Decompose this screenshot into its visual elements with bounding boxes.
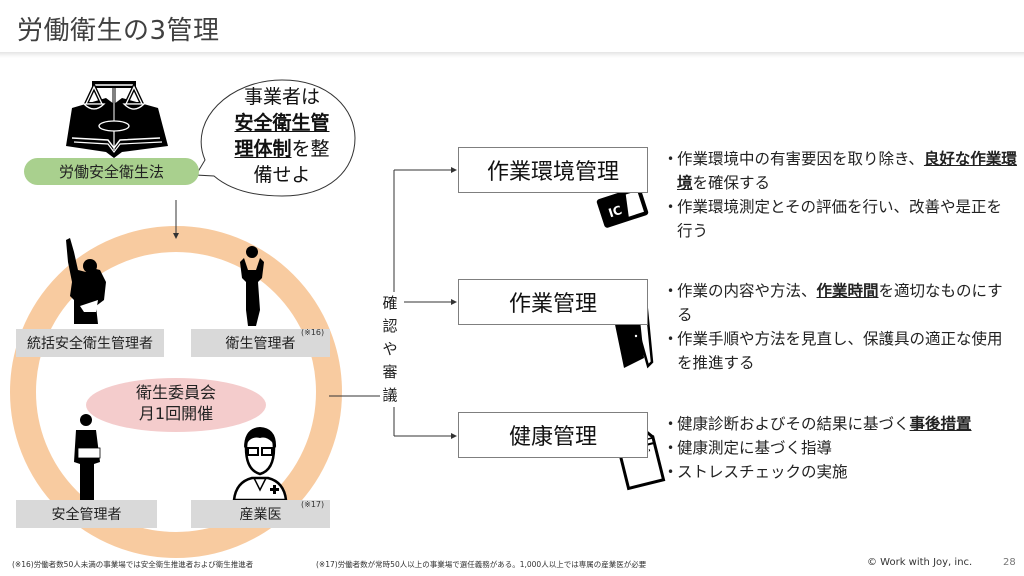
bullet-item: ストレスチェックの実施 bbox=[667, 460, 1017, 484]
bullet-item: 健康診断およびその結果に基づく事後措置 bbox=[667, 412, 1017, 436]
page-number: 28 bbox=[1003, 557, 1016, 568]
role-industrial-physician-label: 産業医 bbox=[239, 507, 282, 523]
committee-name: 衛生委員会 bbox=[135, 383, 216, 402]
bullet-item: 作業環境測定とその評価を行い、改善や是正を行う bbox=[667, 195, 1017, 243]
note-16-marker: (※16) bbox=[301, 328, 325, 337]
copyright: © Work with Joy, inc. bbox=[867, 557, 973, 568]
bubble-line-1: 事業者は bbox=[243, 86, 320, 108]
bubble-emphasis-2: 理体制 bbox=[234, 138, 292, 160]
work-management-bullets: 作業の内容や方法、作業時間を適切なものにする 作業手順や方法を見直し、保護具の適… bbox=[667, 279, 1017, 375]
bullet-item: 作業の内容や方法、作業時間を適切なものにする bbox=[667, 279, 1017, 327]
bullet-text: 作業手順や方法を見直し、保護具の適正な使用を推進する bbox=[677, 330, 1003, 372]
bullet-text: 作業環境測定とその評価を行い、改善や是正を行う bbox=[677, 198, 1003, 240]
bullet-emphasis: 事後措置 bbox=[909, 415, 972, 433]
bullet-item: 作業環境中の有害要因を取り除き、良好な作業環境を確保する bbox=[667, 147, 1017, 195]
bullet-text: 作業環境中の有害要因を取り除き、 bbox=[677, 150, 924, 168]
health-committee: 衛生委員会 月1回開催 bbox=[86, 378, 266, 432]
bullet-text: を適切なものにする bbox=[677, 282, 1003, 324]
committee-text: 衛生委員会 月1回開催 bbox=[86, 378, 266, 432]
svg-text:IC: IC bbox=[607, 203, 624, 220]
person-cheering-icon bbox=[240, 246, 264, 326]
footnote-16: (※16)労働者数50人未満の事業場では安全衛生推進者および衛生推進者 bbox=[12, 560, 254, 569]
health-management-box: 健康管理 bbox=[458, 412, 648, 458]
work-management-box: 作業管理 bbox=[458, 279, 648, 325]
note-17-marker: (※17) bbox=[301, 500, 325, 509]
bullet-text: 健康測定に基づく指導 bbox=[677, 439, 833, 457]
review-char: 審 bbox=[382, 363, 398, 381]
work-environment-management-box: 作業環境管理 bbox=[458, 147, 648, 193]
committee-ellipse bbox=[86, 378, 266, 432]
header-divider bbox=[0, 52, 1024, 58]
speech-bubble bbox=[195, 79, 356, 197]
bullet-text: 作業の内容や方法、 bbox=[677, 282, 817, 300]
doctor-icon bbox=[232, 427, 288, 502]
header: 労働衛生の3管理 bbox=[0, 0, 1024, 54]
speech-bubble-text: 事業者は 安全衛生管 理体制を整 備せよ bbox=[212, 84, 352, 188]
committee-frequency: 月1回開催 bbox=[138, 404, 214, 423]
bullet-item: 作業手順や方法を見直し、保護具の適正な使用を推進する bbox=[667, 327, 1017, 375]
role-industrial-physician: 産業医 bbox=[191, 500, 330, 528]
role-safety-manager: 安全管理者 bbox=[16, 500, 157, 528]
role-health-manager: 衛生管理者 bbox=[191, 329, 330, 357]
bullet-text: 健康診断およびその結果に基づく bbox=[677, 415, 910, 433]
page-title: 労働衛生の3管理 bbox=[17, 16, 220, 46]
review-char: 議 bbox=[382, 386, 398, 404]
bullet-text: ストレスチェックの実施 bbox=[677, 463, 848, 481]
committee-ring bbox=[10, 226, 342, 558]
bubble-line-3-rest: を整 bbox=[291, 138, 330, 160]
law-book-scales-icon bbox=[66, 81, 168, 158]
bullet-item: 健康測定に基づく指導 bbox=[667, 436, 1017, 460]
review-char: や bbox=[382, 340, 398, 358]
law-label: 労働安全衛生法 bbox=[24, 158, 199, 185]
health-management-bullets: 健康診断およびその結果に基づく事後措置 健康測定に基づく指導 ストレスチェックの… bbox=[667, 412, 1017, 484]
bubble-line-4: 備せよ bbox=[253, 164, 311, 186]
bullet-emphasis: 作業時間 bbox=[816, 282, 879, 300]
ic-card-icon: IC bbox=[596, 186, 649, 228]
bullet-text: を確保する bbox=[692, 174, 771, 192]
bullet-emphasis: 良好な作業環境 bbox=[677, 150, 1017, 192]
review-label: 確 認 や 審 議 bbox=[380, 292, 400, 407]
role-health-manager-label: 衛生管理者 bbox=[225, 336, 296, 352]
person-with-documents-icon bbox=[74, 414, 101, 502]
role-general-safety-health-manager: 統括安全衛生管理者 bbox=[16, 329, 164, 357]
review-char: 認 bbox=[382, 317, 398, 335]
footnote-17: (※17)労働者数が常時50人以上の事業場で選任義務がある。1,000人以上では… bbox=[316, 560, 647, 569]
person-pointing-icon bbox=[66, 238, 106, 324]
review-char: 確 bbox=[382, 294, 398, 312]
bubble-emphasis-1: 安全衛生管 bbox=[234, 112, 330, 134]
work-environment-bullets: 作業環境中の有害要因を取り除き、良好な作業環境を確保する 作業環境測定とその評価… bbox=[667, 147, 1017, 243]
